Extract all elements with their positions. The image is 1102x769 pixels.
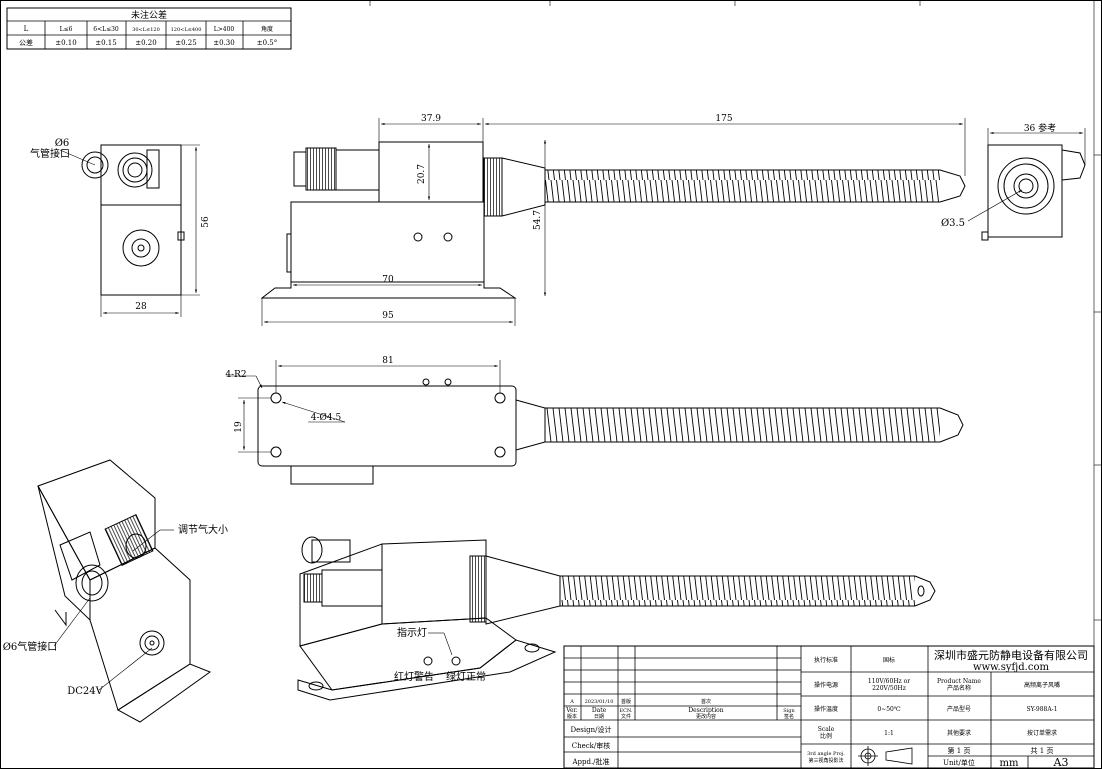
scale-value: 1:1: [884, 730, 894, 737]
scale-label: Scale: [818, 726, 835, 733]
scale-label-cn: 比例: [820, 732, 832, 740]
tolerance-table: 未注公差 L L≤6 6<L≤30 30<L≤120 120<L≤400 L>4…: [6, 7, 292, 50]
rev-header-desc-cn: 更改内容: [696, 713, 716, 720]
rev-header-desc: Description: [688, 707, 723, 714]
rev-header-ver: Ver.: [565, 707, 578, 714]
tolerance-value: ±0.15: [95, 39, 116, 47]
rev-header-ver-cn: 版本: [567, 713, 577, 720]
rev-cell: A: [569, 699, 574, 705]
tolerance-title: 未注公差: [131, 9, 167, 21]
projection-label-2: 第三视角投影法: [808, 757, 843, 764]
tolerance-value: ±0.10: [55, 39, 76, 47]
rev-header-sign: Sign: [783, 708, 795, 714]
height-dim-56: 56: [201, 216, 211, 228]
adjust-air-label: 调节气大小: [178, 523, 228, 536]
company-name: 深圳市盛元防静电设备有限公司: [934, 648, 1088, 662]
hole-label: 4-Ø4.5: [311, 412, 342, 423]
company-website: www.syfjd.com: [973, 662, 1049, 673]
tolerance-header: 30<L≤120: [132, 27, 160, 33]
dim-95: 95: [382, 311, 394, 321]
tolerance-value: ±0.20: [135, 39, 156, 47]
power-label: DC24V: [67, 686, 103, 697]
width-dim-28: 28: [135, 302, 147, 312]
rev-header-ecn-cn: 文件: [621, 713, 631, 720]
rev-header-sign-cn: 签名: [784, 713, 794, 720]
unit-value: mm: [1000, 758, 1019, 769]
iso-air-inlet-label: Ø6气管接口: [3, 640, 58, 653]
dim-70: 70: [382, 275, 394, 285]
air-inlet-label: 气管接口: [30, 147, 70, 160]
nozzle-dim: Ø3.5: [941, 218, 965, 229]
radius-label: 4-R2: [225, 370, 246, 380]
tolerance-header: 6<L≤30: [93, 26, 119, 33]
tolerance-row-label-tol: 公差: [19, 38, 33, 47]
product-name-value: 高频离子风嘴: [1024, 681, 1060, 689]
iso-view-left: [37, 459, 212, 723]
end-view: [967, 128, 1086, 241]
other-req-value: 按订单需求: [1027, 729, 1057, 737]
rev-header-date: Date: [592, 707, 607, 714]
std-label: 执行标准: [814, 656, 838, 664]
rev-cell: 首版: [621, 698, 631, 705]
std-value: 国标: [883, 656, 895, 664]
tolerance-header: 120<L≤400: [171, 27, 202, 33]
other-req-label: 其他要求: [947, 729, 971, 737]
tolerance-value: ±0.25: [175, 39, 196, 47]
red-light-label: 红灯警告: [394, 670, 434, 683]
projection-symbol: [858, 746, 913, 766]
dim-54-7: 54.7: [533, 210, 543, 230]
dim-20-7: 20.7: [417, 164, 427, 184]
tolerance-header: 角度: [261, 25, 273, 33]
model-value: SY-988A-1: [1026, 706, 1057, 713]
unit-label: Unit/单位: [943, 758, 975, 767]
indicator-label: 指示灯: [397, 626, 427, 639]
side-view: [59, 144, 200, 317]
front-view: [260, 118, 966, 326]
ref-dim-36: 36 参考: [1024, 122, 1056, 134]
dim-19: 19: [234, 421, 244, 433]
green-light-label: 绿灯正常: [446, 670, 486, 683]
product-name-label: Product Name: [937, 678, 981, 685]
temp-label: 操作温度: [814, 705, 838, 713]
projection-label-1: 3rd angle Proj.: [807, 751, 845, 757]
check-label: Check/审核: [572, 741, 611, 750]
rev-cell: 2023/01/10: [585, 699, 614, 705]
temp-value: 0~50℃: [877, 706, 900, 713]
power-supply-label: 操作电源: [814, 681, 838, 689]
power-supply-value-2: 220V/50Hz: [872, 685, 906, 692]
total-pages-label: 共 1 页: [1031, 746, 1054, 755]
tolerance-value: ±0.30: [213, 39, 234, 47]
product-name-label-cn: 产品名称: [947, 684, 971, 692]
model-label: 产品型号: [947, 705, 971, 713]
dim-37-9: 37.9: [421, 114, 441, 124]
tolerance-value: ±0.5°: [257, 39, 278, 47]
design-label: Design/设计: [571, 725, 612, 734]
air-inlet-dim: Ø6: [55, 138, 70, 149]
rev-cell: 首次: [701, 698, 711, 705]
page-label: 第 1 页: [948, 746, 971, 755]
power-supply-value-1: 110V/60Hz or: [868, 678, 910, 685]
dim-81: 81: [382, 356, 393, 366]
top-view: [226, 360, 964, 485]
title-block: [563, 645, 1095, 769]
approve-label: Appd./批准: [571, 757, 609, 766]
rev-header-ecn: ECN.: [619, 708, 633, 714]
sheet-size: A3: [1053, 756, 1069, 769]
dim-175: 175: [715, 114, 732, 124]
tolerance-header: L>400: [214, 26, 235, 33]
tolerance-row-label-l: L: [24, 25, 29, 33]
tolerance-header: L≤6: [60, 26, 73, 33]
iso-view-right: [297, 536, 936, 701]
rev-header-date-cn: 日期: [594, 714, 604, 720]
